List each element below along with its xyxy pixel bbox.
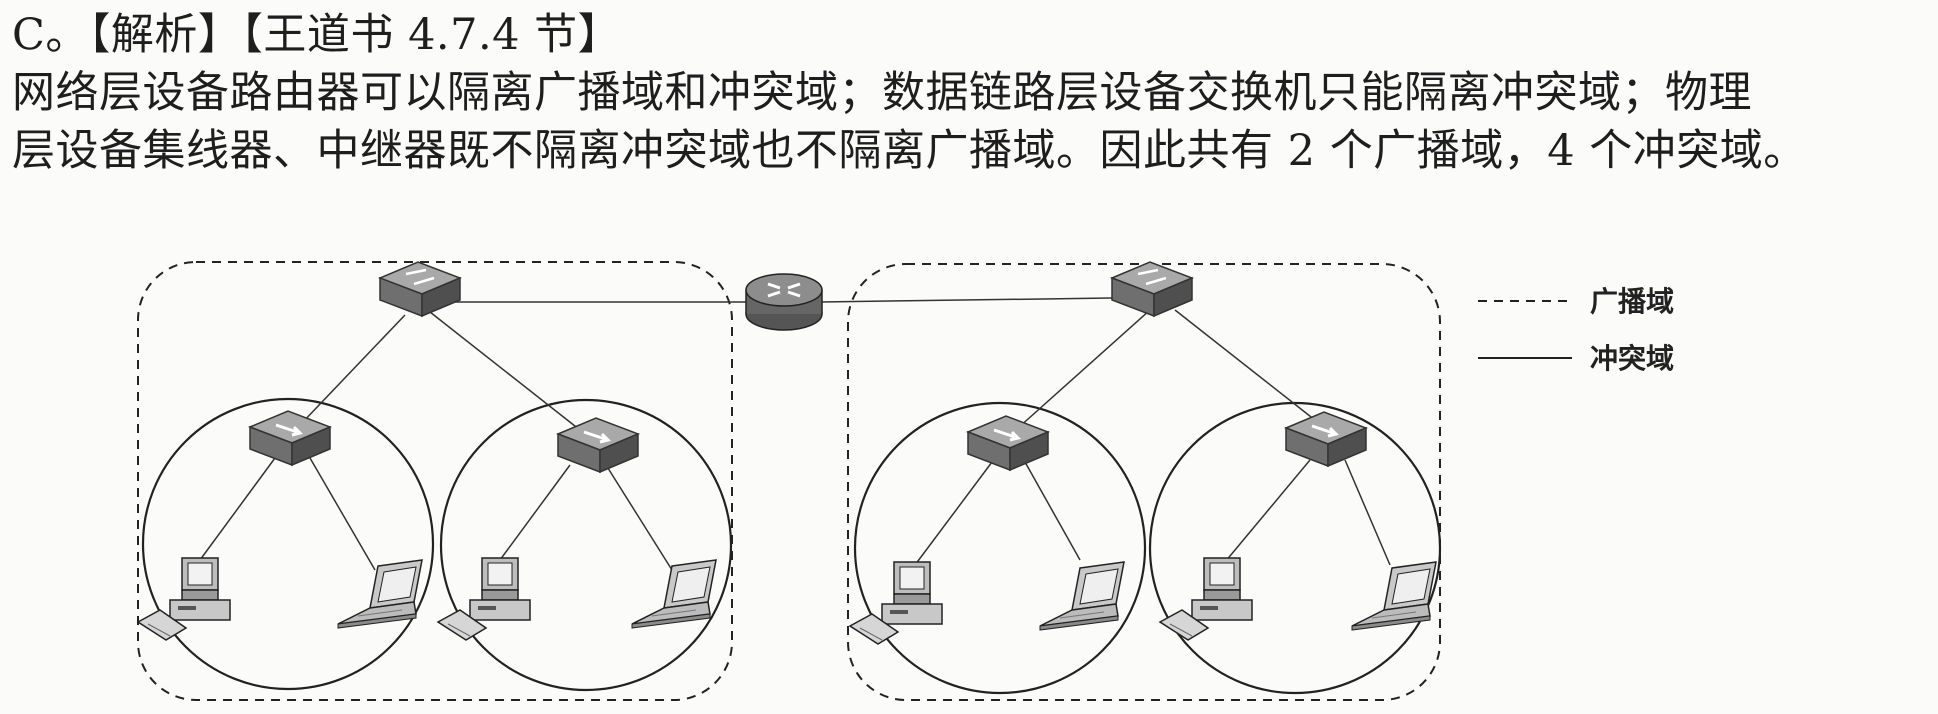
laptop-icon	[1039, 561, 1125, 631]
hub-icon	[1111, 261, 1193, 317]
collision-domain-2	[439, 398, 733, 692]
network-links	[199, 297, 1391, 571]
router-icon	[745, 273, 823, 331]
switch-icon	[967, 415, 1049, 471]
laptop-icon	[1351, 561, 1437, 631]
collision-domain-3	[853, 401, 1147, 695]
switch-icon	[557, 417, 639, 473]
broadcast-domain-right	[847, 263, 1441, 701]
switch-icon	[249, 410, 331, 466]
legend: 广播域 冲突域	[1478, 285, 1674, 375]
explanation-line-2: 层设备集线器、中继器既不隔离冲突域也不隔离广播域。因此共有 2 个广播域，4 个…	[12, 126, 1807, 176]
laptop-icon	[631, 559, 717, 629]
laptop-icon	[337, 559, 423, 629]
answer-heading: C。【解析】【王道书 4.7.4 节】	[12, 10, 622, 60]
legend-collision-domain-label: 冲突域	[1590, 342, 1674, 375]
broadcast-domain-left	[137, 261, 733, 701]
hub-icon	[379, 261, 461, 317]
desktop-computer-icon	[849, 561, 943, 645]
desktop-computer-icon	[137, 557, 231, 641]
explanation-line-1: 网络层设备路由器可以隔离广播域和冲突域；数据链路层设备交换机只能隔离冲突域；物理	[12, 68, 1752, 118]
collision-domain-4	[1148, 401, 1442, 695]
answer-explanation: C。【解析】【王道书 4.7.4 节】 网络层设备路由器可以隔离广播域和冲突域；…	[12, 6, 1932, 180]
legend-broadcast-domain-label: 广播域	[1590, 285, 1674, 318]
collision-domain-1	[141, 397, 435, 691]
switch-icon	[1285, 411, 1367, 467]
desktop-computer-icon	[1159, 557, 1253, 641]
